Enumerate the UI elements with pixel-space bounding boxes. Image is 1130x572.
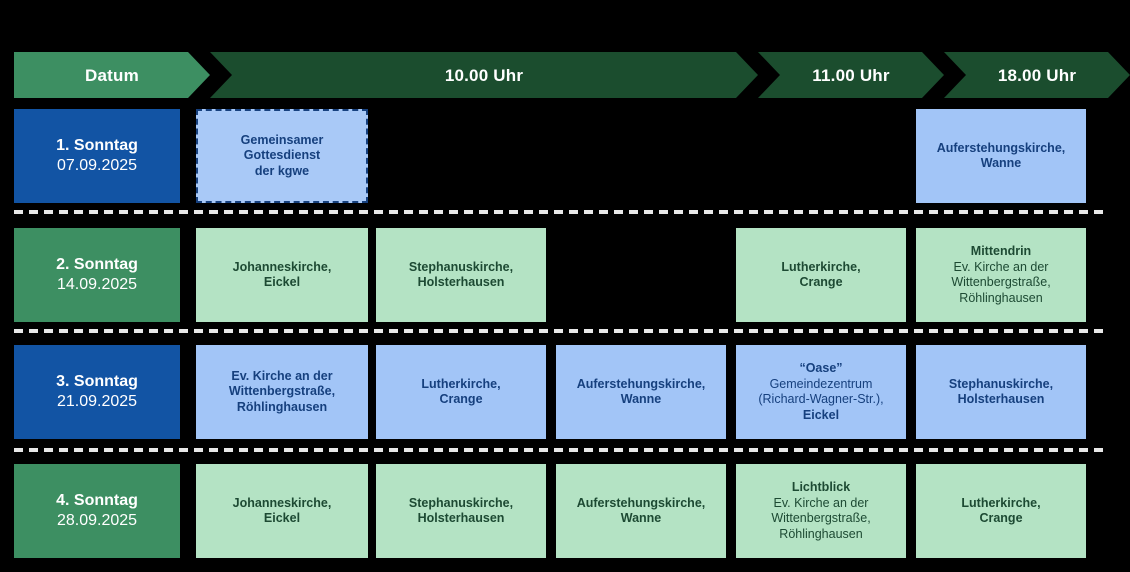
service-line: Eickel (802, 407, 840, 422)
service-line: Ev. Kirche an der (231, 368, 333, 383)
row-divider (14, 329, 1106, 333)
service-line: Röhlinghausen (779, 526, 863, 541)
service-line: Wanne (980, 156, 1022, 170)
service-line: Auferstehungskirche, (936, 140, 1066, 155)
service-slot[interactable]: “Oase”Gemeindezentrum(Richard-Wagner-Str… (736, 345, 906, 439)
service-line: Wittenbergstraße, (228, 384, 336, 399)
service-line: Crange (799, 275, 843, 289)
schedule-row: 2. Sonntag 14.09.2025 Johanneskirche,Eicke… (0, 228, 1130, 322)
service-line: Gemeindezentrum (769, 376, 873, 391)
service-line: Wanne (620, 511, 662, 525)
empty-slot (376, 109, 546, 203)
empty-slot (736, 109, 906, 203)
empty-slot (556, 109, 726, 203)
service-line: Wanne (620, 392, 662, 406)
header-column-label: 18.00 Uhr (997, 65, 1077, 85)
service-line: Stephanuskirche, (408, 259, 514, 274)
date-cell: 2. Sonntag 14.09.2025 (14, 228, 180, 322)
date-value: 28.09.2025 (56, 512, 138, 529)
service-line: Auferstehungskirche, (576, 376, 706, 391)
service-line: Holsterhausen (417, 511, 505, 525)
service-line: Gottesdienst (243, 148, 321, 163)
date-value: 14.09.2025 (56, 276, 138, 293)
service-line: Holsterhausen (417, 275, 505, 289)
service-line: Wittenbergstraße, (771, 511, 871, 525)
timeline-header: Datum 10.00 Uhr 11.00 Uhr 18.00 Uhr (14, 52, 1116, 98)
service-line: Stephanuskirche, (948, 376, 1054, 391)
service-line: Stephanuskirche, (408, 495, 514, 510)
service-line: Johanneskirche, (232, 495, 332, 510)
service-slot[interactable]: Auferstehungskirche,Wanne (916, 109, 1086, 203)
date-weekday: 2. Sonntag (56, 255, 138, 273)
service-slot[interactable]: Stephanuskirche,Holsterhausen (376, 464, 546, 558)
header-column-label: Datum (85, 65, 139, 85)
service-line: Crange (979, 511, 1023, 525)
row-divider (14, 448, 1106, 452)
service-slot[interactable]: Stephanuskirche,Holsterhausen (916, 345, 1086, 439)
service-line: Ev. Kirche an der (773, 495, 869, 510)
header-column-time-3: 18.00 Uhr (944, 52, 1130, 98)
date-weekday: 3. Sonntag (56, 372, 138, 390)
service-slot[interactable]: Lutherkirche,Crange (376, 345, 546, 439)
service-slot[interactable]: Johanneskirche,Eickel (196, 228, 368, 322)
row-divider (14, 210, 1106, 214)
service-line: (Richard-Wagner-Str.), (758, 392, 884, 406)
service-line: Lichtblick (791, 480, 851, 494)
service-slot[interactable]: Stephanuskirche,Holsterhausen (376, 228, 546, 322)
header-column-label: 10.00 Uhr (444, 65, 524, 85)
service-line: Crange (439, 392, 483, 406)
service-slot[interactable]: Lutherkirche,Crange (736, 228, 906, 322)
service-line: Auferstehungskirche, (576, 495, 706, 510)
header-column-time-1: 10.00 Uhr (210, 52, 758, 98)
date-value: 21.09.2025 (56, 393, 138, 410)
service-line: Röhlinghausen (959, 290, 1043, 305)
service-slot[interactable]: Auferstehungskirche,Wanne (556, 464, 726, 558)
service-slot[interactable]: Lutherkirche,Crange (916, 464, 1086, 558)
service-line: Eickel (263, 275, 301, 289)
service-line: Holsterhausen (957, 392, 1045, 406)
service-slot[interactable]: Auferstehungskirche,Wanne (556, 345, 726, 439)
service-line: Lutherkirche, (421, 376, 501, 391)
service-line: Johanneskirche, (232, 259, 332, 274)
service-line: “Oase” (799, 361, 843, 375)
service-line: Röhlinghausen (236, 399, 328, 414)
schedule-row: 4. Sonntag 28.09.2025 Johanneskirche,Eicke… (0, 464, 1130, 558)
service-line: Ev. Kirche an der (953, 259, 1049, 274)
service-line: Gemeinsamer (240, 132, 324, 147)
header-column-datum: Datum (14, 52, 210, 98)
date-weekday: 4. Sonntag (56, 491, 138, 509)
header-column-time-2: 11.00 Uhr (758, 52, 944, 98)
service-line: Lutherkirche, (961, 495, 1041, 510)
date-weekday: 1. Sonntag (56, 136, 138, 154)
service-line: Wittenbergstraße, (951, 275, 1051, 289)
service-line: Mittendrin (970, 244, 1032, 258)
date-cell: 3. Sonntag 21.09.2025 (14, 345, 180, 439)
service-line: Lutherkirche, (781, 259, 861, 274)
service-line: Eickel (263, 511, 301, 525)
service-slot[interactable]: Johanneskirche,Eickel (196, 464, 368, 558)
header-column-label: 11.00 Uhr (812, 65, 890, 85)
date-cell: 1. Sonntag 07.09.2025 (14, 109, 180, 203)
date-cell: 4. Sonntag 28.09.2025 (14, 464, 180, 558)
service-line: der kgwe (254, 163, 310, 178)
empty-slot (556, 228, 726, 322)
date-value: 07.09.2025 (56, 157, 138, 174)
